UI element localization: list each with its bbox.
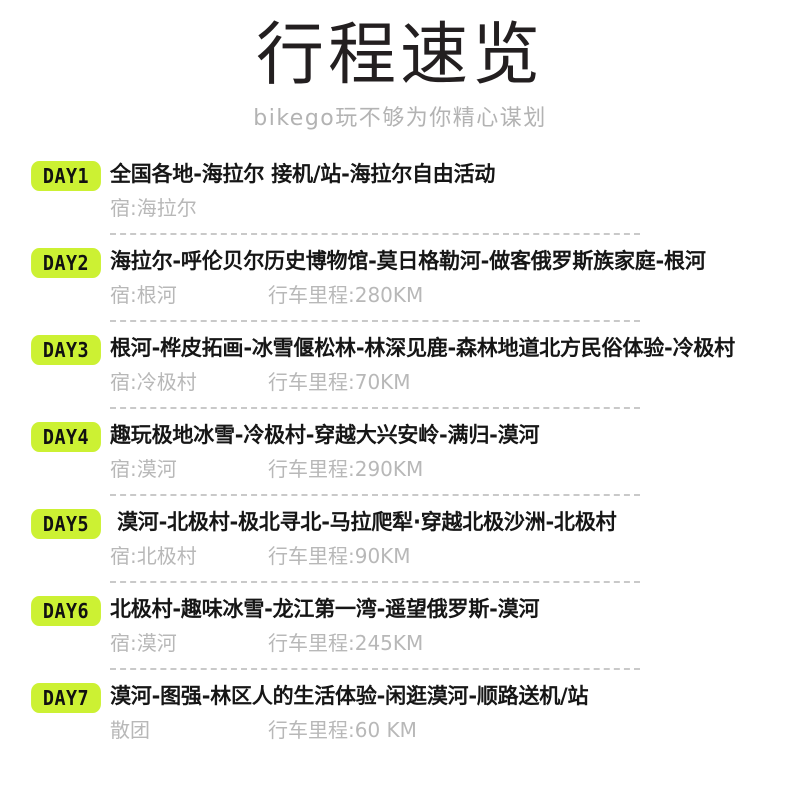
day-meta: 散团 行车里程:60 KM	[110, 716, 800, 744]
itinerary-day-row[interactable]: DAY2 海拉尔-呼伦贝尔历史博物馆-莫日格勒河-做客俄罗斯族家庭-根河 宿:根…	[0, 243, 800, 330]
day-stay: 宿:漠河	[110, 631, 177, 655]
day-stay: 宿:漠河	[110, 457, 177, 481]
day-badge: DAY5	[31, 509, 101, 539]
day-content: 全国各地-海拉尔 接机/站-海拉尔自由活动 宿:海拉尔	[110, 156, 800, 222]
day-divider	[110, 581, 640, 583]
day-route: 根河-桦皮拓画-冰雪偃松林-林深见鹿-森林地道北方民俗体验-冷极村	[110, 336, 735, 360]
day-stay: 宿:北极村	[110, 544, 197, 568]
day-distance: 行车里程:70KM	[268, 370, 411, 394]
day-content: 趣玩极地冰雪-冷极村-穿越大兴安岭-满归-漠河 宿:漠河 行车里程:290KM	[110, 417, 800, 483]
day-route: 漠河-图强-林区人的生活体验-闲逛漠河-顺路送机/站	[110, 684, 589, 708]
day-route: 漠河-北极村-极北寻北-马拉爬犁·穿越北极沙洲-北极村	[117, 510, 617, 534]
page-header: 行程速览 bikego玩不够为你精心谋划	[0, 0, 800, 134]
day-meta: 宿:北极村 行车里程:90KM	[110, 542, 800, 570]
day-badge: DAY2	[31, 248, 101, 278]
day-content: 漠河-北极村-极北寻北-马拉爬犁·穿越北极沙洲-北极村 宿:北极村 行车里程:90…	[110, 504, 800, 570]
day-divider	[110, 494, 640, 496]
day-meta: 宿:漠河 行车里程:290KM	[110, 455, 800, 483]
day-distance: 行车里程:290KM	[268, 457, 424, 481]
page-subtitle: bikego玩不够为你精心谋划	[253, 106, 547, 131]
itinerary-day-row[interactable]: DAY4 趣玩极地冰雪-冷极村-穿越大兴安岭-满归-漠河 宿:漠河 行车里程:29…	[0, 417, 800, 504]
day-content: 根河-桦皮拓画-冰雪偃松林-林深见鹿-森林地道北方民俗体验-冷极村 宿:冷极村 行…	[110, 330, 800, 396]
day-divider	[110, 320, 640, 322]
day-meta: 宿:根河 行车里程:280KM	[110, 281, 800, 309]
day-badge: DAY6	[31, 596, 101, 626]
day-distance: 行车里程:280KM	[268, 283, 424, 307]
itinerary-list: DAY1 全国各地-海拉尔 接机/站-海拉尔自由活动 宿:海拉尔 DAY2 海拉…	[0, 156, 800, 765]
day-badge: DAY4	[31, 422, 101, 452]
day-distance: 行车里程:90KM	[268, 544, 411, 568]
day-route: 海拉尔-呼伦贝尔历史博物馆-莫日格勒河-做客俄罗斯族家庭-根河	[110, 249, 706, 273]
day-divider	[110, 668, 640, 670]
itinerary-day-row[interactable]: DAY6 北极村-趣味冰雪-龙江第一湾-遥望俄罗斯-漠河 宿:漠河 行车里程:24…	[0, 591, 800, 678]
day-content: 漠河-图强-林区人的生活体验-闲逛漠河-顺路送机/站 散团 行车里程:60 KM	[110, 678, 800, 744]
day-stay: 宿:冷极村	[110, 370, 197, 394]
day-route: 全国各地-海拉尔 接机/站-海拉尔自由活动	[110, 162, 496, 186]
day-badge: DAY3	[31, 335, 101, 365]
day-route: 趣玩极地冰雪-冷极村-穿越大兴安岭-满归-漠河	[110, 423, 540, 447]
day-badge: DAY1	[31, 161, 101, 191]
day-distance: 行车里程:60 KM	[268, 718, 417, 742]
day-divider	[110, 407, 640, 409]
day-distance: 行车里程:245KM	[268, 631, 424, 655]
itinerary-day-row[interactable]: DAY5 漠河-北极村-极北寻北-马拉爬犁·穿越北极沙洲-北极村 宿:北极村 行车…	[0, 504, 800, 591]
itinerary-day-row[interactable]: DAY3 根河-桦皮拓画-冰雪偃松林-林深见鹿-森林地道北方民俗体验-冷极村 宿…	[0, 330, 800, 417]
itinerary-day-row[interactable]: DAY7 漠河-图强-林区人的生活体验-闲逛漠河-顺路送机/站 散团 行车里程:6…	[0, 678, 800, 765]
day-stay: 散团	[110, 718, 150, 742]
day-content: 海拉尔-呼伦贝尔历史博物馆-莫日格勒河-做客俄罗斯族家庭-根河 宿:根河 行车里程…	[110, 243, 800, 309]
day-stay: 宿:海拉尔	[110, 196, 197, 220]
day-badge: DAY7	[31, 683, 101, 713]
day-stay: 宿:根河	[110, 283, 177, 307]
day-meta: 宿:海拉尔	[110, 194, 800, 222]
day-meta: 宿:漠河 行车里程:245KM	[110, 629, 800, 657]
day-meta: 宿:冷极村 行车里程:70KM	[110, 368, 800, 396]
day-route: 北极村-趣味冰雪-龙江第一湾-遥望俄罗斯-漠河	[110, 597, 540, 621]
day-content: 北极村-趣味冰雪-龙江第一湾-遥望俄罗斯-漠河 宿:漠河 行车里程:245KM	[110, 591, 800, 657]
day-divider	[110, 233, 640, 235]
itinerary-day-row[interactable]: DAY1 全国各地-海拉尔 接机/站-海拉尔自由活动 宿:海拉尔	[0, 156, 800, 243]
page-title: 行程速览	[255, 16, 544, 95]
